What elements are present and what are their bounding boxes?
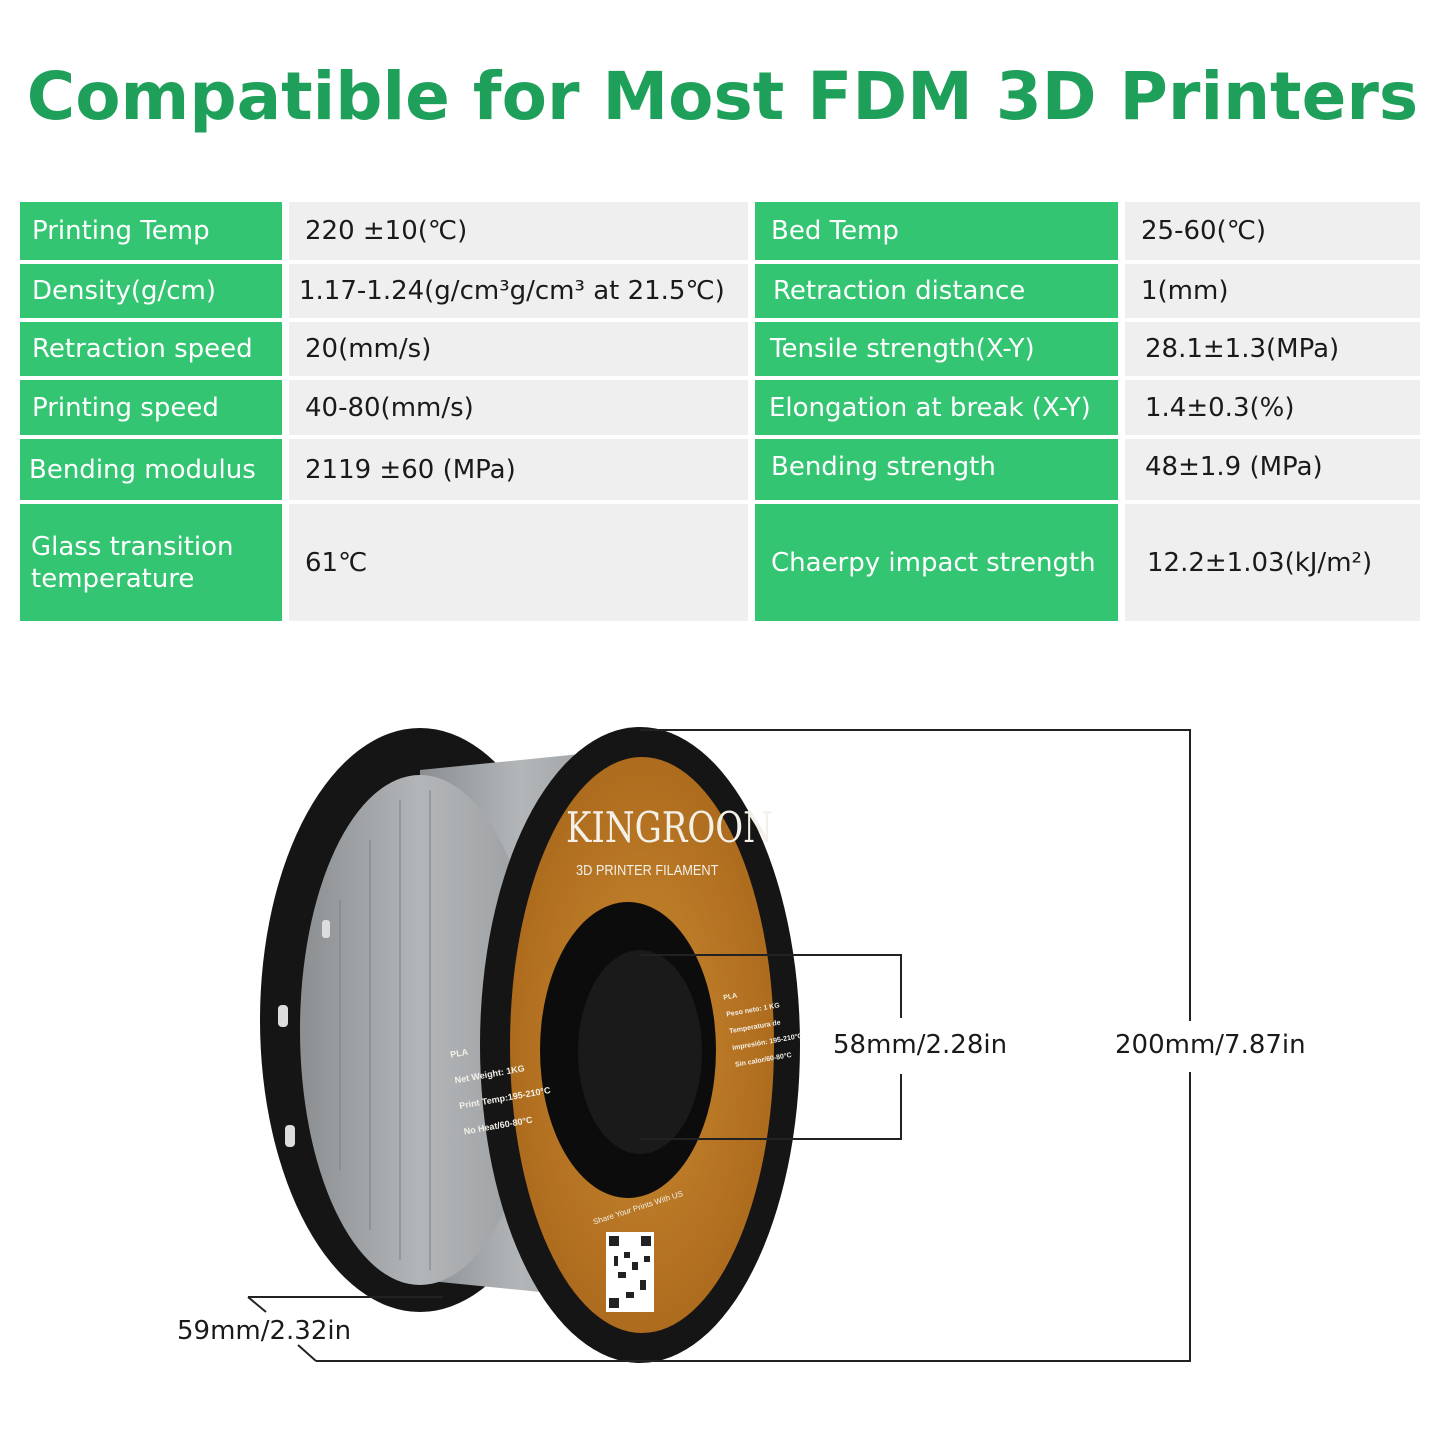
outer-diameter-label: 200mm/7.87in <box>1115 1030 1306 1060</box>
spec-label: Elongation at break (X-Y) <box>755 380 1118 435</box>
spec-label: Bed Temp <box>755 202 1118 260</box>
width-dim-top-line <box>248 1296 443 1298</box>
outer-dim-top-line <box>640 729 1191 731</box>
inner-dim-bottom-line <box>640 1138 902 1140</box>
spec-label: Retraction distance <box>755 264 1118 318</box>
spec-label: Glass transition temperature <box>20 504 282 621</box>
spool-subtitle: 3D PRINTER FILAMENT <box>576 862 719 879</box>
page-title: Compatible for Most FDM 3D Printers <box>26 58 1419 135</box>
inner-dim-top-line <box>640 954 902 956</box>
outer-dim-vertical-line-top <box>1189 729 1191 1021</box>
spec-value: 20(mm/s) <box>289 322 748 376</box>
spec-value: 48±1.9 (MPa) <box>1125 439 1420 500</box>
spool-label-left: PLA Net Weight: 1KG Print Temp:195-210°C… <box>448 1026 557 1144</box>
spec-value: 220 ±10(℃) <box>289 202 748 260</box>
width-label: 59mm/2.32in <box>177 1316 352 1346</box>
spec-value: 12.2±1.03(kJ/m²) <box>1125 504 1420 621</box>
spec-label: Tensile strength(X-Y) <box>755 322 1118 376</box>
spec-value: 61℃ <box>289 504 748 621</box>
spec-label: Density(g/cm) <box>20 264 282 318</box>
spec-value: 40-80(mm/s) <box>289 380 748 435</box>
spec-label: Bending modulus <box>20 439 282 500</box>
spec-label: Printing Temp <box>20 202 282 260</box>
spec-value: 1.17-1.24(g/cm³g/cm³ at 21.5℃) <box>289 264 748 318</box>
brand-logo: KINGROON <box>566 803 773 853</box>
spec-value: 1(mm) <box>1125 264 1420 318</box>
spec-value: 25-60(℃) <box>1125 202 1420 260</box>
spec-label: Retraction speed <box>20 322 282 376</box>
spec-value: 1.4±0.3(%) <box>1125 380 1420 435</box>
spec-label: Bending strength <box>755 439 1118 500</box>
spec-label: Printing speed <box>20 380 282 435</box>
spec-value: 28.1±1.3(MPa) <box>1125 322 1420 376</box>
outer-dim-bottom-line <box>316 1360 1191 1362</box>
outer-dim-vertical-line-bottom <box>1189 1072 1191 1362</box>
spool-label-right: PLA Peso neto: 1 KG Temperatura de impre… <box>722 978 807 1074</box>
spec-label: Chaerpy impact strength <box>755 504 1118 621</box>
inner-dim-vertical-line-bottom <box>900 1074 902 1140</box>
spec-value: 2119 ±60 (MPa) <box>289 439 748 500</box>
inner-diameter-label: 58mm/2.28in <box>833 1030 1008 1060</box>
inner-dim-vertical-line-top <box>900 954 902 1018</box>
